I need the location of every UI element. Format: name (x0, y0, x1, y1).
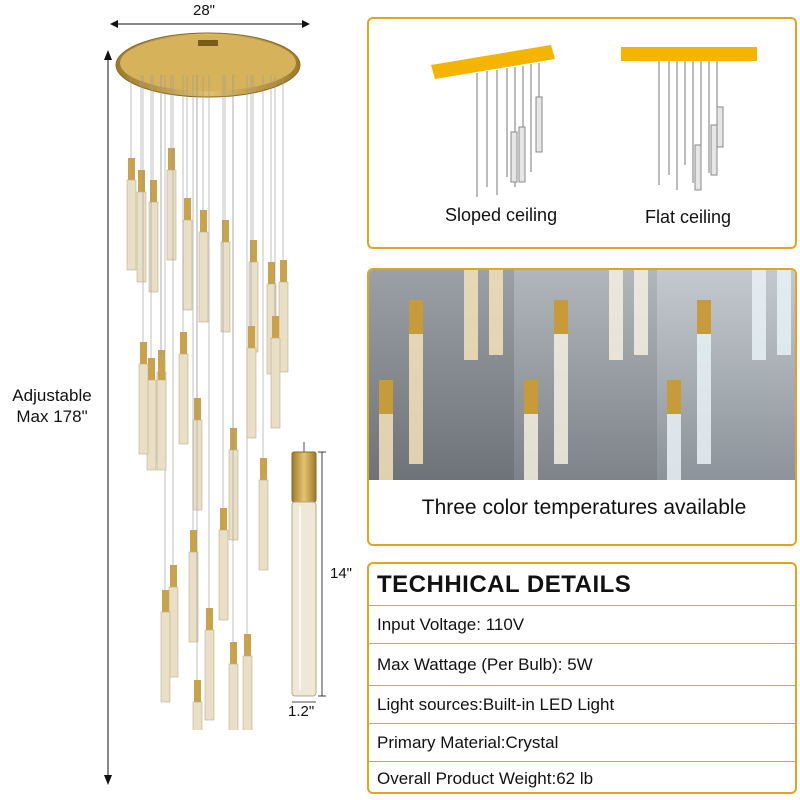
height-label: Adjustable Max 178" (2, 385, 102, 427)
temp-pendant-tube (524, 414, 538, 480)
temp-pendant-cap (379, 380, 393, 414)
color-temps-panel: Three color temperatures available (367, 268, 797, 546)
pendant-crystal-tube (192, 701, 203, 730)
flat-ceiling-diagram (621, 47, 757, 191)
pendant-crystal-tube (166, 169, 177, 261)
sloped-ceiling-diagram (431, 45, 555, 197)
pendant-cap (190, 530, 197, 552)
chandelier-illustration (115, 32, 301, 730)
pendant-cap (128, 158, 135, 180)
temp-pendant-tube (379, 414, 393, 480)
pendant-crystal-tube (148, 201, 159, 293)
pendant-crystal-tube (198, 231, 209, 323)
pendant-cap (222, 220, 229, 242)
pendant-crystal-tube (228, 449, 239, 541)
temp-pendant-tube (634, 270, 648, 355)
pendant-crystal-tube (146, 379, 157, 471)
pendant-cap (180, 332, 187, 354)
pendant-crystal-tube (178, 353, 189, 445)
specs-panel: TECHHICAL DETAILS Input Voltage: 110V Ma… (367, 562, 797, 794)
pendant-cap (272, 316, 279, 338)
pendant-crystal-tube (258, 479, 269, 571)
pendant-crystal-tube (228, 663, 239, 730)
pendant-crystal-tube (126, 179, 137, 271)
color-temp-pendants (379, 270, 791, 480)
temp-pendant-cap (667, 380, 681, 414)
mounting-panel: Sloped ceiling Flat ceiling (367, 17, 797, 249)
pendant-cap (244, 634, 251, 656)
temp-pendant-tube (554, 334, 568, 464)
pendant-crystal-tube (136, 191, 147, 283)
tube-width-label: 1.2" (288, 703, 315, 720)
spec-row-wattage: Max Wattage (Per Bulb): 5W (369, 644, 795, 686)
pendant-cap (206, 608, 213, 630)
pendant-crystal-tube (192, 419, 203, 511)
pendant-crystal-tube (270, 337, 281, 429)
pendant-crystal-tube (204, 629, 215, 721)
specs-title: TECHHICAL DETAILS (369, 564, 795, 606)
pendant-cap (138, 170, 145, 192)
flat-ceiling-label: Flat ceiling (645, 207, 732, 227)
pendant-cap (260, 458, 267, 480)
pendant-crystal-tube (182, 219, 193, 311)
pendant-cap (148, 358, 155, 380)
sloped-ceiling-label: Sloped ceiling (445, 205, 558, 225)
color-temps-caption-bar (369, 482, 795, 544)
width-dimension-arrow (110, 20, 310, 28)
pendant-crystal-tube (156, 379, 167, 471)
spec-row-material: Primary Material:Crystal (369, 724, 795, 762)
pendant-crystal-tube (160, 611, 171, 703)
height-label-line1: Adjustable (12, 386, 92, 405)
pendant-crystal-tube (220, 241, 231, 333)
pendant-cap (268, 262, 275, 284)
temp-pendant-tube (697, 334, 711, 464)
pendant-cap (220, 508, 227, 530)
spec-row-weight: Overall Product Weight:62 lb (377, 769, 594, 788)
pendant-cap (194, 398, 201, 420)
temp-pendant-cap (697, 300, 711, 334)
height-label-line2: Max 178" (16, 407, 88, 426)
pendant-crystal-tube (246, 347, 257, 439)
pendant-cap (140, 342, 147, 364)
temp-pendant-tube (667, 414, 681, 480)
temp-pendant-cap (524, 380, 538, 414)
pendant-crystal-tube (188, 551, 199, 643)
pendant-crystal-tube (278, 281, 289, 373)
pendant-crystal-tube (218, 529, 229, 621)
pendant-cap (168, 148, 175, 170)
spec-row-light-source: Light sources:Built-in LED Light (369, 686, 795, 724)
pendant-cap (194, 680, 201, 702)
width-label: 28" (193, 2, 216, 19)
pendant-cap (248, 326, 255, 348)
pendant-cap (230, 642, 237, 664)
temp-pendant-tube (489, 270, 503, 355)
color-temps-caption: Three color temperatures available (421, 496, 747, 519)
temp-pendant-tube (609, 270, 623, 360)
pendant-cap (280, 260, 287, 282)
tube-detail (291, 442, 326, 703)
pendant-cap (150, 180, 157, 202)
pendant-cap (170, 565, 177, 587)
temp-pendant-tube (777, 270, 791, 355)
temp-pendant-tube (464, 270, 478, 360)
pendant-cap (158, 358, 165, 380)
temp-pendant-cap (409, 300, 423, 334)
pendant-cap (162, 590, 169, 612)
height-dimension-arrow (104, 50, 112, 785)
pendant-cap (200, 210, 207, 232)
pendant-cap (250, 240, 257, 262)
pendant-cap (184, 198, 191, 220)
temp-pendant-cap (554, 300, 568, 334)
temp-pendant-tube (409, 334, 423, 464)
pendant-crystal-tube (168, 586, 179, 678)
pendant-crystal-tube (138, 363, 149, 455)
spec-row-voltage: Input Voltage: 110V (369, 606, 795, 644)
temp-pendant-tube (752, 270, 766, 360)
tube-length-label: 14" (330, 565, 353, 582)
pendant-crystal-tube (242, 655, 253, 730)
pendant-cap (230, 428, 237, 450)
